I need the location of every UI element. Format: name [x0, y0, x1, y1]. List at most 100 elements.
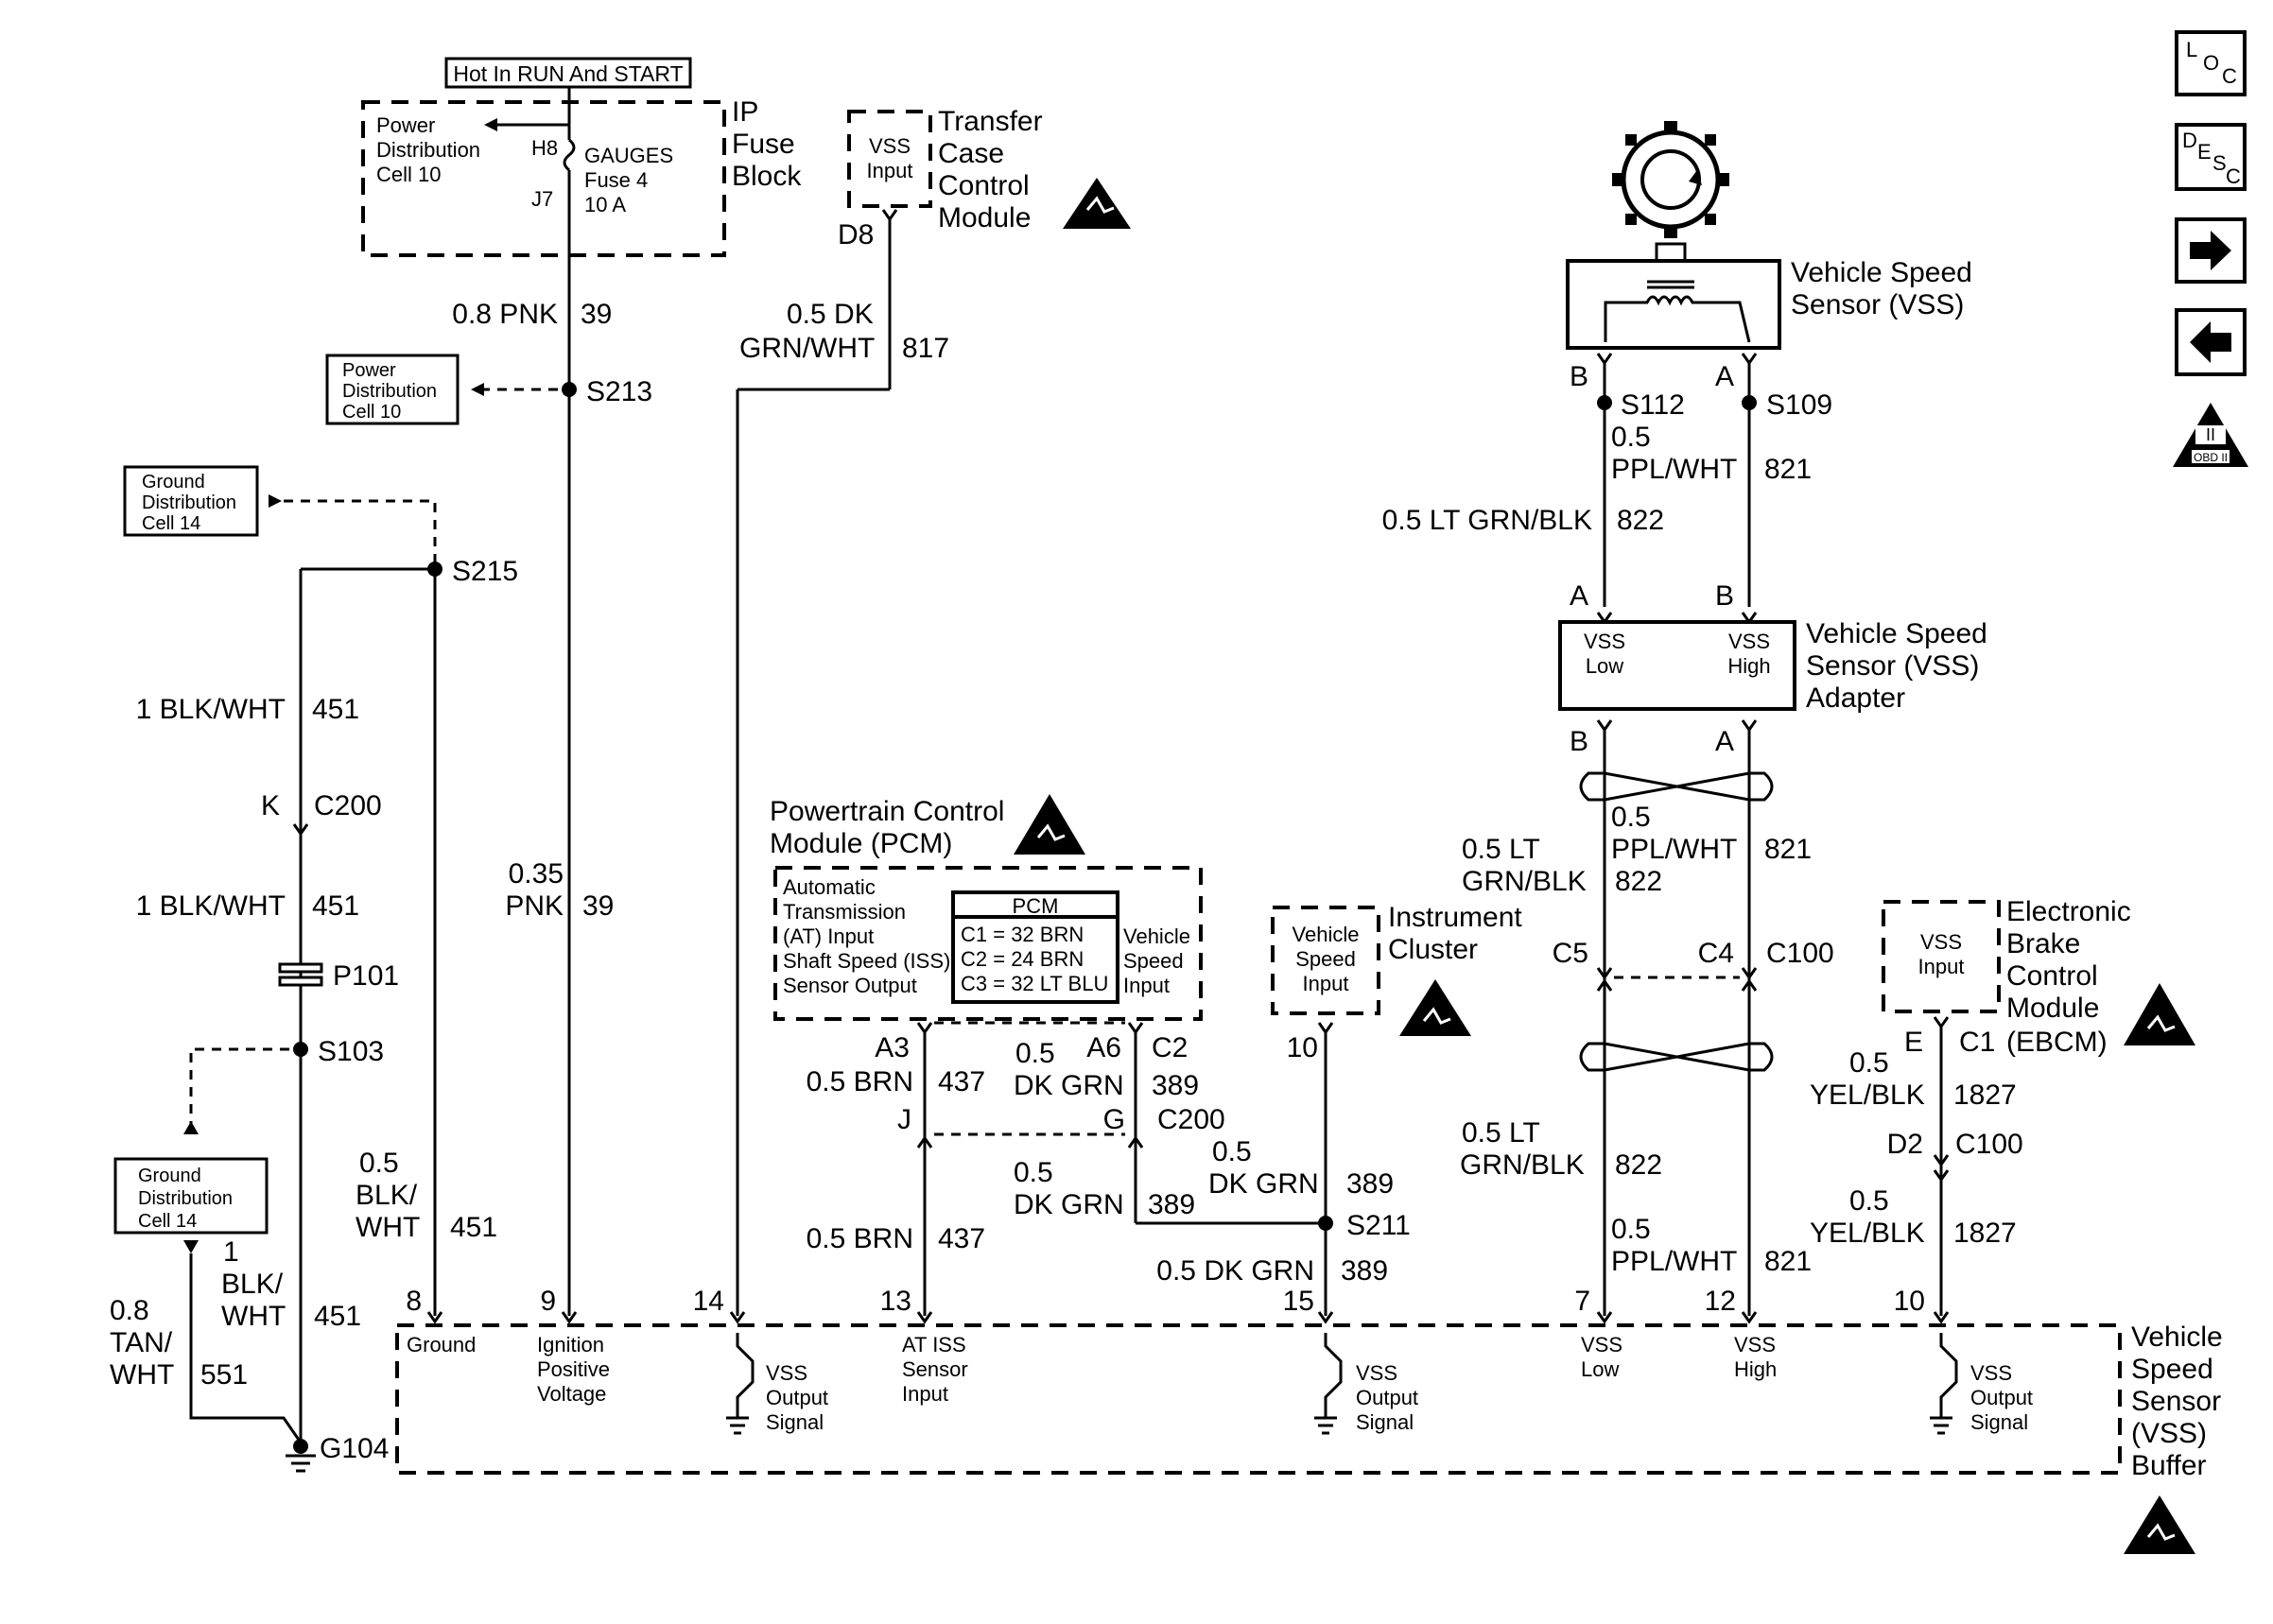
- pd-box-1: Power: [342, 360, 396, 381]
- blk1-1: 1: [223, 1236, 239, 1268]
- ebcm-outline: [1882, 900, 2001, 1013]
- fuse-label-2: Fuse 4: [584, 168, 648, 192]
- buffer-name-4: (VSS): [2131, 1418, 2207, 1449]
- d8-pin-label: D8: [838, 219, 874, 251]
- buf-ground: Ground: [407, 1333, 476, 1356]
- next-page-button[interactable]: [2175, 217, 2247, 284]
- c39b: 39: [582, 890, 614, 922]
- g104-label: G104: [320, 1433, 389, 1464]
- ebcm-name-4: Module: [2006, 993, 2099, 1024]
- vss-name-1: Vehicle Speed: [1791, 257, 1972, 288]
- c1827a: 1827: [1953, 1080, 2017, 1111]
- description-button[interactable]: D E S C: [2175, 123, 2247, 191]
- dkgrn05c-1: 0.5: [1212, 1136, 1252, 1167]
- brn05a: 0.5 BRN: [807, 1066, 913, 1097]
- buf-ign-1: Ignition: [537, 1333, 604, 1356]
- c389b: 389: [1148, 1189, 1195, 1220]
- previous-page-button[interactable]: [2175, 308, 2247, 376]
- c451c: 451: [450, 1212, 497, 1243]
- adapter-b-label: B: [1570, 726, 1588, 757]
- k-label: K: [261, 790, 280, 821]
- buffer-name-1: Vehicle: [2131, 1322, 2223, 1353]
- pin-7: 7: [1574, 1286, 1590, 1317]
- dkgrn05d: 0.5 DK GRN: [1156, 1255, 1314, 1287]
- ppl05-1: 0.5: [1611, 422, 1651, 453]
- buffer-name-3: Sensor: [2131, 1386, 2221, 1417]
- buf-ign-2: Positive: [537, 1357, 610, 1381]
- buf-ign-3: Voltage: [537, 1382, 606, 1406]
- tccm-name-4: Module: [938, 202, 1031, 233]
- adapter-high-1: VSS: [1728, 630, 1770, 653]
- ebcm-name-2: Brake: [2006, 928, 2080, 959]
- s109-label: S109: [1766, 389, 1832, 421]
- buf-out1-1: VSS: [766, 1361, 807, 1385]
- c822c: 822: [1615, 1149, 1662, 1181]
- c451d: 451: [314, 1301, 361, 1332]
- esd-warning-icon: [1014, 794, 1085, 855]
- obd-ii-button[interactable]: II OBD II: [2173, 403, 2248, 467]
- output-transistor-icon: [726, 1333, 755, 1435]
- buf-atiss-2: Sensor: [902, 1357, 968, 1381]
- j-label: J: [897, 1104, 911, 1135]
- buf-atiss-3: Input: [902, 1382, 948, 1406]
- tccm-name-1: Transfer: [938, 106, 1043, 137]
- pin-9: 9: [540, 1286, 556, 1317]
- gd-bot-3: Cell 14: [138, 1211, 197, 1232]
- ltgrn05b-2: GRN/BLK: [1462, 866, 1587, 897]
- yel05b-1: 0.5: [1849, 1185, 1889, 1217]
- tan-2: TAN/: [110, 1327, 173, 1358]
- c200-pcm-label: C200: [1157, 1104, 1225, 1135]
- electronic-brake-control-module: VSS Input Electronic Brake Control Modul…: [1810, 896, 2195, 1316]
- coil-icon: [1604, 295, 1751, 343]
- buf-out2-3: Signal: [1356, 1410, 1414, 1434]
- pcm-table-row-3: C3 = 32 LT BLU: [961, 972, 1108, 995]
- desc-e: E: [2197, 140, 2212, 164]
- pcm-vsi-3: Input: [1123, 974, 1170, 997]
- twisted-pair-icon: [1579, 771, 1774, 802]
- desc-d: D: [2182, 129, 2197, 152]
- output-transistor-icon: [1314, 1333, 1343, 1435]
- twisted-pair-icon: [1579, 1042, 1774, 1072]
- buf-out3-2: Output: [1970, 1386, 2033, 1409]
- s211-label: S211: [1346, 1210, 1411, 1241]
- arrow-left-icon: [2190, 321, 2231, 363]
- cluster-outline: [1271, 906, 1380, 1015]
- buf-low-2: Low: [1581, 1357, 1619, 1381]
- buffer-outline: [395, 1323, 2122, 1475]
- pcm-name-2: Module (PCM): [770, 828, 952, 859]
- c822a: 822: [1617, 505, 1664, 536]
- yel05a-2: YEL/BLK: [1810, 1080, 1925, 1111]
- buf-high-2: High: [1734, 1357, 1777, 1381]
- c821b: 821: [1764, 834, 1812, 865]
- loc-l: L: [2186, 38, 2197, 61]
- pin-10: 10: [1894, 1286, 1925, 1317]
- c437a: 437: [938, 1066, 985, 1097]
- pnk035-2: PNK: [505, 890, 564, 922]
- gd-top-3: Cell 14: [142, 513, 200, 534]
- output-transistor-icon: [1930, 1333, 1958, 1435]
- adapter-name-2: Sensor (VSS): [1806, 650, 1979, 682]
- buffer-name-5: Buffer: [2131, 1450, 2207, 1481]
- fuse-label-1: GAUGES: [584, 144, 673, 167]
- hot-in-run-label: Hot In RUN And START: [453, 61, 683, 86]
- loc-o: O: [2203, 51, 2219, 75]
- pcm-name-1: Powertrain Control: [770, 796, 1004, 827]
- vss-a-label: A: [1715, 361, 1734, 392]
- c821a: 821: [1764, 454, 1812, 485]
- wire-08pnk-label: 0.8 PNK: [452, 299, 558, 330]
- ground-g104: [293, 1439, 308, 1454]
- adapter-name-1: Vehicle Speed: [1806, 618, 1987, 649]
- fuse-label-3: 10 A: [584, 193, 626, 216]
- c821c: 821: [1764, 1246, 1812, 1277]
- fuse-block-name-1: IP: [732, 96, 758, 128]
- j7-label: J7: [531, 187, 553, 211]
- location-button[interactable]: L O C: [2175, 30, 2247, 96]
- ltgrn05c-2: GRN/BLK: [1460, 1149, 1585, 1181]
- gd-bot-1: Ground: [138, 1166, 201, 1186]
- s103-label: S103: [318, 1036, 384, 1067]
- c2-label: C2: [1152, 1032, 1188, 1063]
- adapter-low-2: Low: [1586, 654, 1623, 678]
- blkwht-1b: 1 BLK/WHT: [136, 890, 286, 922]
- dkgrn05c-2: DK GRN: [1208, 1168, 1319, 1200]
